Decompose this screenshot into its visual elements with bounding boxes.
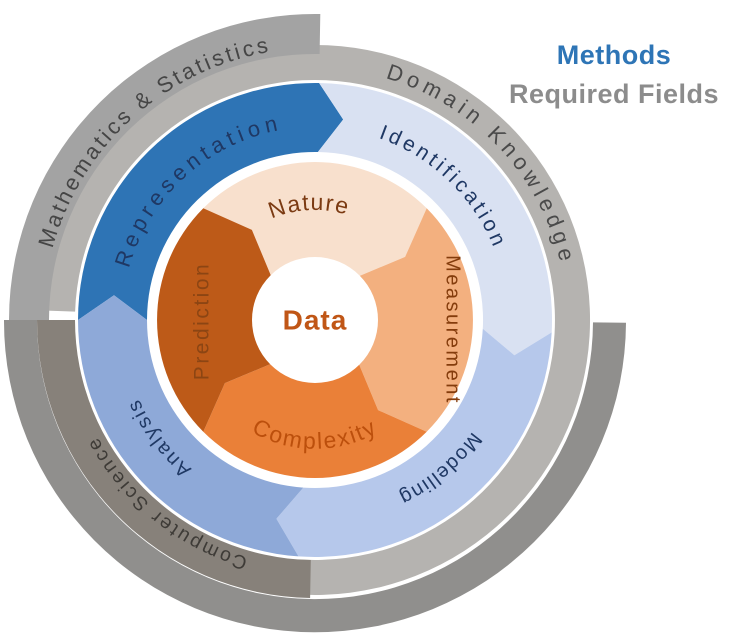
segment-analysis [78,295,304,557]
segment-measurement [358,208,473,432]
segment-outer-arc [3,320,626,633]
legend-required-fields-label: Required Fields [508,79,720,110]
segment-modelling [276,328,552,557]
data-core-circle [252,257,378,383]
label-measurement: Measurement [442,255,464,405]
segment-nature [203,162,427,277]
label-prediction: Prediction [191,262,214,380]
segment-prediction [157,208,272,432]
segment-mathematics-statistics [8,13,321,321]
segment-identification [317,83,553,356]
segment-computer-science [36,320,311,598]
legend: Methods Required Fields [498,36,730,114]
segment-complexity [203,363,427,478]
legend-methods-label: Methods [556,40,672,70]
label-data: Data [283,305,348,336]
segment-representation [78,82,344,321]
